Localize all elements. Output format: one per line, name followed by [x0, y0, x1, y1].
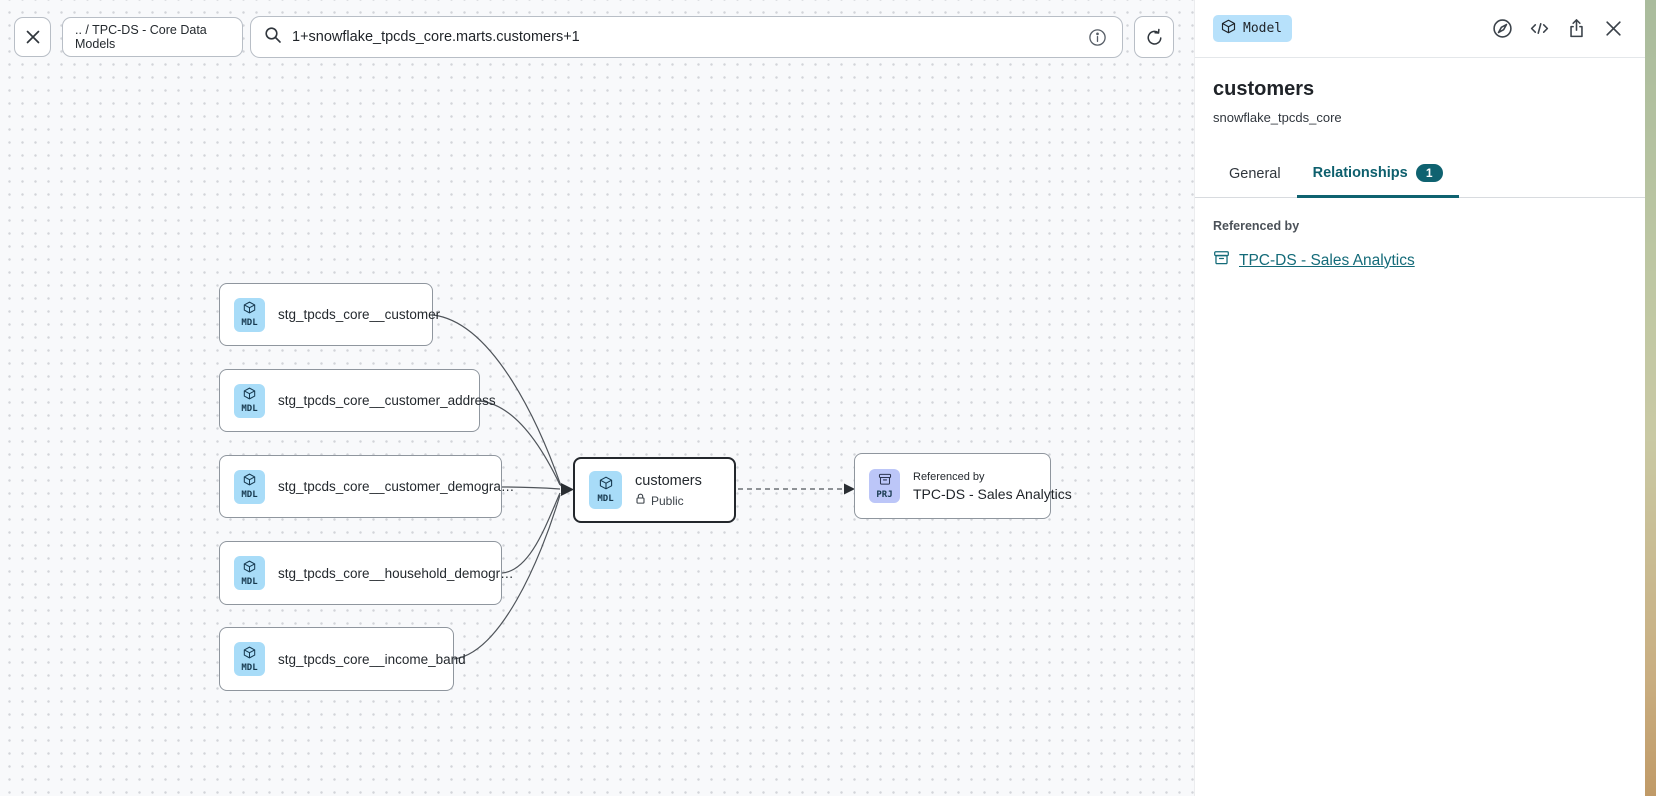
tab-relationships[interactable]: Relationships 1 [1297, 152, 1459, 198]
detail-panel: Model customers snowflake_tpcds_core [1194, 0, 1645, 796]
panel-header: Model [1195, 0, 1645, 58]
node-stg-tpcds-core-customer-demographics[interactable]: MDL stg_tpcds_core__customer_demogra… [219, 455, 502, 518]
referenced-by-link[interactable]: TPC-DS - Sales Analytics [1239, 252, 1415, 270]
cube-icon [243, 301, 256, 317]
node-label: stg_tpcds_core__customer [278, 307, 440, 322]
access-label: Public [651, 494, 684, 508]
page-subtitle: snowflake_tpcds_core [1213, 110, 1627, 125]
badge-label: MDL [597, 494, 613, 504]
refresh-icon [1145, 28, 1164, 47]
badge-label: MDL [241, 577, 257, 587]
model-badge: MDL [234, 298, 265, 332]
lock-icon [635, 493, 646, 508]
access-row: Public [635, 493, 702, 508]
badge-label: MDL [241, 663, 257, 673]
lineage-search[interactable] [250, 16, 1123, 58]
node-label: customers [635, 473, 702, 489]
screen-edge-artifact [1645, 0, 1656, 796]
referenced-by-heading: Referenced by [1213, 219, 1627, 233]
node-text: Referenced by TPC-DS - Sales Analytics [913, 471, 1072, 502]
badge-label: MDL [241, 404, 257, 414]
tab-count-badge: 1 [1416, 164, 1443, 182]
badge-label: MDL [241, 318, 257, 328]
search-icon [264, 26, 282, 49]
lineage-canvas[interactable]: .. / TPC-DS - Core Data Models MDL stg_t… [0, 0, 1194, 796]
node-label: stg_tpcds_core__customer_address [278, 393, 496, 408]
close-icon [25, 29, 41, 45]
breadcrumb[interactable]: .. / TPC-DS - Core Data Models [62, 17, 243, 57]
close-lineage-button[interactable] [14, 17, 51, 57]
model-badge: MDL [234, 642, 265, 676]
model-badge: MDL [234, 384, 265, 418]
node-label: stg_tpcds_core__customer_demogra… [278, 479, 514, 494]
cube-icon [599, 476, 613, 493]
cube-icon [1221, 19, 1236, 38]
page-title: customers [1213, 78, 1627, 101]
node-text: customers Public [635, 472, 702, 508]
panel-tabs: General Relationships 1 [1195, 152, 1645, 198]
panel-header-actions [1490, 17, 1625, 41]
node-stg-tpcds-core-income-band[interactable]: MDL stg_tpcds_core__income_band [219, 627, 454, 691]
search-input[interactable] [292, 29, 1075, 45]
archive-box-icon [1213, 250, 1230, 271]
breadcrumb-label: .. / TPC-DS - Core Data Models [75, 23, 230, 51]
cube-icon [243, 387, 256, 403]
model-badge: MDL [234, 470, 265, 504]
badge-label: MDL [241, 490, 257, 500]
referenced-by-item: TPC-DS - Sales Analytics [1213, 250, 1627, 271]
tab-general[interactable]: General [1213, 154, 1297, 198]
node-label: stg_tpcds_core__income_band [278, 652, 466, 667]
node-referenced-by-project[interactable]: PRJ Referenced by TPC-DS - Sales Analyti… [854, 453, 1051, 519]
referenced-by-section: Referenced by TPC-DS - Sales Analytics [1195, 198, 1645, 292]
lineage-edges [0, 0, 1194, 796]
refresh-button[interactable] [1134, 16, 1174, 58]
project-badge: PRJ [869, 469, 900, 503]
code-icon[interactable] [1527, 17, 1551, 41]
model-badge: MDL [589, 471, 622, 509]
cube-icon [243, 560, 256, 576]
resource-type-badge: Model [1213, 15, 1292, 42]
node-kicker: Referenced by [913, 471, 1072, 483]
node-label: TPC-DS - Sales Analytics [913, 486, 1072, 502]
tab-label: General [1229, 166, 1281, 182]
share-icon[interactable] [1564, 17, 1588, 41]
node-stg-tpcds-core-household-demographics[interactable]: MDL stg_tpcds_core__household_demogr… [219, 541, 502, 605]
tab-label: Relationships [1313, 165, 1408, 181]
node-stg-tpcds-core-customer[interactable]: MDL stg_tpcds_core__customer [219, 283, 433, 346]
badge-label: PRJ [876, 490, 892, 500]
title-block: customers snowflake_tpcds_core [1195, 58, 1645, 125]
node-customers-selected[interactable]: MDL customers Public [573, 457, 736, 523]
node-stg-tpcds-core-customer-address[interactable]: MDL stg_tpcds_core__customer_address [219, 369, 480, 432]
node-label: stg_tpcds_core__household_demogr… [278, 566, 514, 581]
archive-box-icon [878, 473, 892, 489]
cube-icon [243, 473, 256, 489]
cube-icon [243, 646, 256, 662]
close-panel-button[interactable] [1601, 17, 1625, 41]
info-icon[interactable] [1085, 25, 1109, 49]
resource-type-label: Model [1243, 21, 1282, 36]
explore-lineage-button[interactable] [1490, 17, 1514, 41]
model-badge: MDL [234, 556, 265, 590]
